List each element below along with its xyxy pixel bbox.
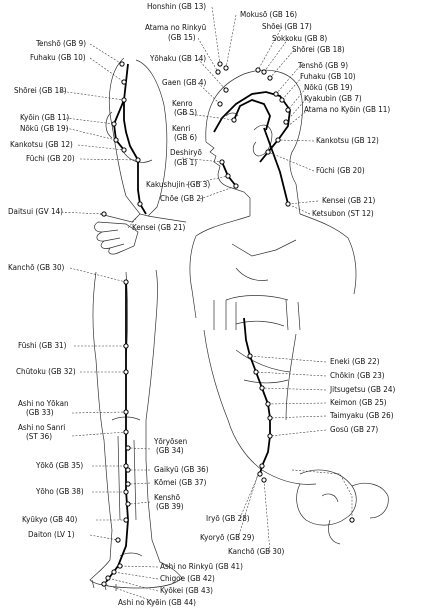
- label-ashi-sanri-1: Ashi no Sanri: [18, 423, 65, 432]
- label-kancho-bottom: Kanchō (GB 30): [228, 547, 285, 556]
- label-eneki: Eneki (GB 22): [330, 357, 380, 366]
- label-ashi-yokan-1: Ashi no Yōkan: [18, 399, 69, 408]
- label-daitsui: Daitsui (GV 14): [8, 207, 63, 216]
- label-honshin: Honshin (GB 13): [147, 2, 206, 11]
- label-kenri-2: (GB 6): [174, 133, 197, 142]
- label-chutoku: Chūtoku (GB 32): [16, 367, 76, 376]
- label-kyoryo: Kyoryō (GB 29): [200, 533, 254, 542]
- label-chigoe: Chigoe (GB 42): [160, 574, 215, 583]
- label-gosu: Gosū (GB 27): [330, 425, 378, 434]
- label-kancho-top: Kanchō (GB 30): [8, 263, 65, 272]
- label-fuchi-left: Fūchi (GB 20): [26, 154, 75, 163]
- pelvis-figure: [297, 470, 389, 544]
- label-kyakubin: Kyakubin (GB 7): [304, 94, 362, 103]
- label-kenri-1: Kenri: [172, 124, 190, 133]
- label-tensho-right: Tenshō (GB 9): [297, 61, 348, 70]
- label-noku-left: Nōkū (GB 19): [20, 124, 69, 133]
- label-kensho-2: (GB 39): [156, 502, 184, 511]
- label-choe: Chōe (GB 2): [160, 194, 204, 203]
- label-komei: Kōmei (GB 37): [154, 478, 207, 487]
- label-fuchi-right: Fūchi (GB 20): [316, 166, 365, 175]
- label-ashi-kyoin: Ashi no Kyōin (GB 44): [118, 598, 196, 607]
- label-kensei-right: Kensei (GB 21): [322, 196, 376, 205]
- label-jitsugetsu: Jitsugetsu (GB 24): [329, 385, 395, 394]
- label-shoei: Shōei (GB 17): [262, 22, 312, 31]
- label-kakushujin: Kakushujin (GB 3): [146, 180, 210, 189]
- label-iryo: Iryō (GB 28): [206, 514, 250, 523]
- label-ashi-yokan-2: (GB 33): [26, 408, 54, 417]
- label-deshiryo-1: Deshiryō: [170, 148, 203, 157]
- label-kenro-2: (GB 5): [174, 108, 197, 117]
- label-taimyaku: Taimyaku (GB 26): [329, 411, 394, 420]
- label-kensho-1: Kenshō: [154, 493, 181, 502]
- label-yoryosen: Yōryōsen: [153, 437, 187, 446]
- label-kankotsu-left: Kankotsu (GB 12): [10, 140, 73, 149]
- label-gaen: Gaen (GB 4): [162, 78, 206, 87]
- label-sokkoku: Sokkoku (GB 8): [272, 34, 327, 43]
- side-head-figure: [206, 70, 303, 216]
- label-ashi-sanri-2: (ST 36): [26, 432, 52, 441]
- label-tensho-left: Tenshō (GB 9): [35, 39, 86, 48]
- label-gaikyu: Gaikyū (GB 36): [154, 465, 209, 474]
- label-yohaku: Yōhaku (GB 14): [149, 54, 206, 63]
- label-yoho: Yōho (GB 38): [35, 487, 84, 496]
- gb-meridian-torso: [244, 318, 270, 474]
- torso-figure: [190, 214, 356, 330]
- label-kensei-left: Kensei (GB 21): [132, 223, 186, 232]
- label-chokin: Chōkin (GB 23): [330, 371, 385, 380]
- label-keimon: Keimon (GB 25): [330, 398, 387, 407]
- label-kyokei: Kyōkei (GB 43): [160, 586, 213, 595]
- label-yoko: Yōkō (GB 35): [35, 461, 83, 470]
- gb-meridian-back-head: [114, 64, 146, 214]
- label-kyoin: Kyōin (GB 11): [20, 113, 69, 122]
- label-fuhaku-right: Fuhaku (GB 10): [300, 72, 356, 81]
- label-ketsubon: Ketsubon (ST 12): [312, 209, 374, 218]
- acupoint-labels: Honshin (GB 13) Mokusō (GB 16) Atama no …: [8, 2, 395, 607]
- label-noku-right: Nōkū (GB 19): [304, 83, 353, 92]
- label-atama-rinkyu-1: Atama no Rinkyū: [145, 23, 206, 32]
- label-kankotsu-right: Kankotsu (GB 12): [316, 136, 379, 145]
- label-fushi: Fūshi (GB 31): [18, 341, 67, 350]
- label-atama-rinkyu-2: (GB 15): [168, 33, 196, 42]
- label-shorei-right: Shōrei (GB 18): [292, 45, 345, 54]
- label-kenro-1: Kenro: [172, 99, 193, 108]
- label-ashi-rinkyu: Ashi no Rinkyū (GB 41): [160, 562, 243, 571]
- label-shorei-left: Shōrei (GB 18): [14, 86, 67, 95]
- leg-figure: [90, 270, 182, 591]
- label-kyukyo: Kyūkyo (GB 40): [22, 515, 78, 524]
- abdomen-figure: [204, 330, 316, 484]
- label-daiton: Daiton (LV 1): [28, 530, 75, 539]
- label-yoryosen-2: (GB 34): [156, 446, 184, 455]
- label-atama-kyoin: Atama no Kyōin (GB 11): [304, 105, 390, 114]
- label-mokuso: Mokusō (GB 16): [240, 10, 297, 19]
- label-deshiryo-2: (GB 1): [174, 158, 197, 167]
- label-fuhaku-left: Fuhaku (GB 10): [30, 53, 86, 62]
- gb-meridian-side-head: [214, 92, 290, 204]
